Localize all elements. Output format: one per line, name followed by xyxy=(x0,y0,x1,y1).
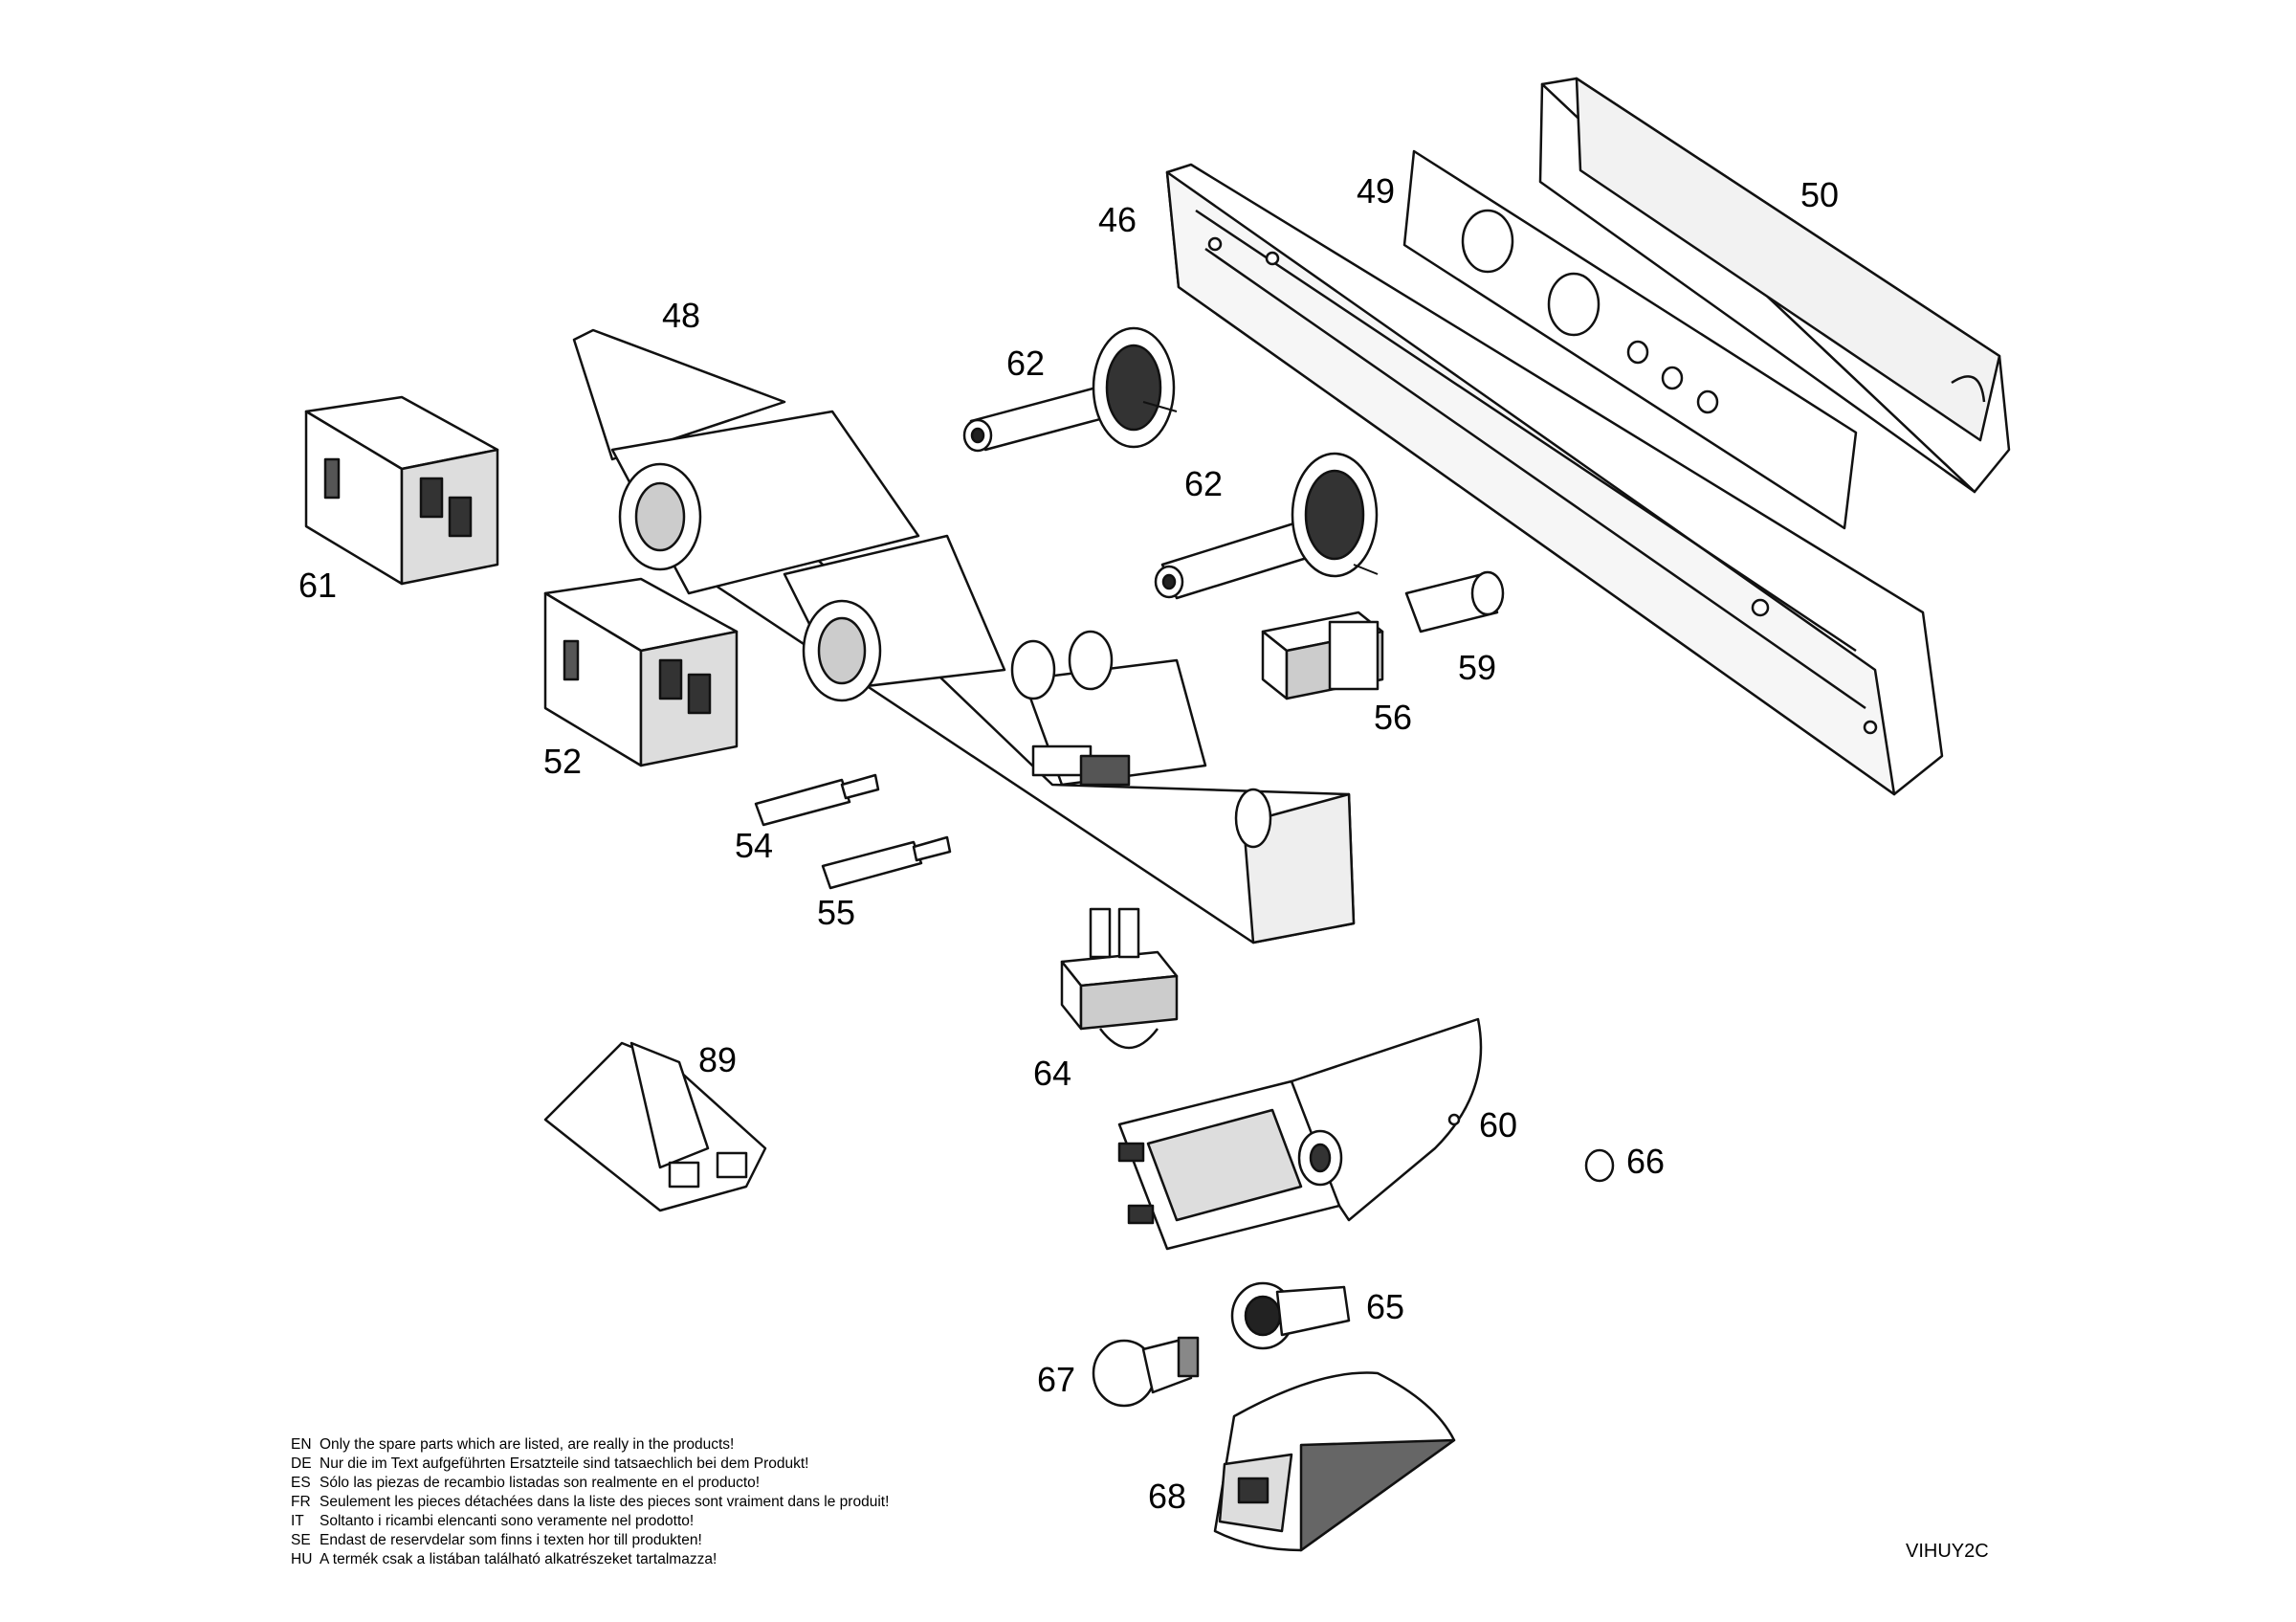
part-label-48: 48 xyxy=(662,296,701,335)
part-label-67: 67 xyxy=(1037,1360,1076,1399)
part-label-50: 50 xyxy=(1800,175,1840,214)
part-label-46: 46 xyxy=(1098,200,1137,239)
part-65-lamp-socket xyxy=(1230,1281,1351,1350)
part-68-knob-cover xyxy=(1213,1371,1456,1552)
part-46-panel-housing xyxy=(1165,163,1944,796)
part-label-61: 61 xyxy=(298,566,338,605)
part-50-front-cover xyxy=(1538,77,2011,494)
part-56-switch xyxy=(1261,611,1384,700)
part-64-switch xyxy=(1060,907,1179,1050)
part-55-lamp xyxy=(821,835,952,890)
part-89-bracket xyxy=(543,1041,767,1212)
part-67-lamp xyxy=(1092,1336,1200,1408)
drawing-code: VIHUY2C xyxy=(1906,1541,1989,1562)
part-60-knob-housing xyxy=(1117,1017,1483,1251)
part-61-switch-block xyxy=(304,395,499,586)
part-label-52: 52 xyxy=(543,742,583,781)
part-label-65: 65 xyxy=(1366,1287,1405,1326)
part-52-switch-block xyxy=(543,577,739,767)
part-59-lamp-holder xyxy=(1404,570,1505,633)
part-label-55: 55 xyxy=(817,893,856,932)
part-label-89: 89 xyxy=(698,1040,738,1079)
leader-lines xyxy=(1142,401,1379,575)
part-label-62-upper: 62 xyxy=(1006,344,1046,383)
part-label-56: 56 xyxy=(1374,698,1413,737)
part-48-chassis-frame xyxy=(572,328,1356,944)
part-label-64: 64 xyxy=(1033,1054,1072,1093)
part-66-cap xyxy=(1584,1148,1615,1183)
part-label-60: 60 xyxy=(1479,1105,1518,1144)
part-label-66: 66 xyxy=(1626,1142,1666,1181)
part-label-54: 54 xyxy=(735,826,774,865)
part-label-49: 49 xyxy=(1357,171,1396,211)
part-49-decor-panel xyxy=(1402,149,1858,530)
part-54-lamp xyxy=(754,773,880,827)
part-label-68: 68 xyxy=(1148,1477,1187,1516)
part-62-shafts xyxy=(962,326,1379,600)
part-label-62-lower: 62 xyxy=(1184,464,1224,503)
part-label-59: 59 xyxy=(1458,648,1497,687)
